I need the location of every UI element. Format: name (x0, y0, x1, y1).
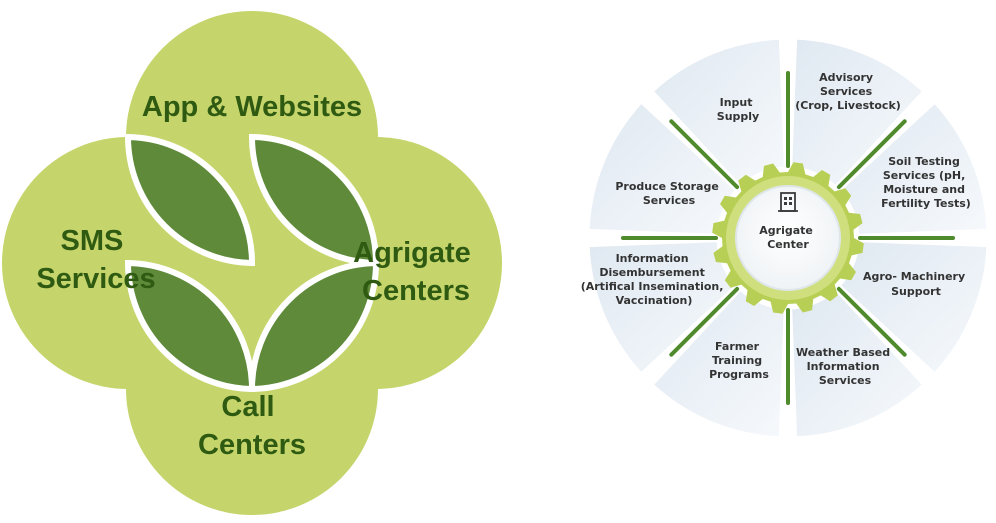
venn-label-call-centers: Call Centers (198, 391, 306, 461)
wheel-segment-weather (789, 287, 927, 440)
wheel-segment-agro-machinery (837, 239, 990, 377)
wheel-spokes (621, 71, 955, 405)
wheel-labels: Input Supply Advisory Services (Crop, Li… (581, 71, 971, 387)
segment-label-farmer-training: Farmer Training Programs (709, 340, 769, 381)
venn-label-agrigate-centers: Agrigate Centers (353, 237, 479, 307)
wheel-spoke (836, 286, 907, 357)
channels-venn-diagram: App & Websites SMS Services Agrigate Cen… (2, 11, 502, 515)
hub-label: Agrigate Center (759, 224, 816, 251)
segment-label-weather-based: Weather Based Information Services (796, 346, 894, 387)
segment-label-agro-machinery: Agro- Machinery Support (863, 270, 969, 298)
services-wheel-diagram: Agrigate Center Input Supply Advisory Se… (581, 36, 990, 440)
wheel-spoke (669, 286, 740, 357)
segment-label-information-disembursement: Information Disembursement (Artifical In… (581, 252, 728, 307)
petal-top-left (124, 133, 256, 267)
segment-label-advisory-services: Advisory Services (Crop, Livestock) (795, 71, 901, 112)
wheel-segment-information (586, 239, 739, 377)
wheel-segment-advisory (789, 36, 927, 189)
hub-circle (735, 185, 841, 291)
wheel-segments (586, 36, 990, 440)
petal-bottom-left (124, 259, 256, 393)
wheel-segment-input-supply (649, 36, 787, 189)
venn-overlap-petals (124, 133, 380, 393)
building-icon (778, 192, 798, 212)
venn-label-app-websites: App & Websites (142, 91, 362, 123)
wheel-segment-produce-storage (586, 99, 739, 237)
wheel-segment-soil-testing (837, 99, 990, 237)
wheel-spoke (669, 119, 740, 190)
wheel-segment-farmer-training (649, 287, 787, 440)
segment-label-produce-storage: Produce Storage Services (615, 180, 722, 207)
venn-label-sms-services: SMS Services (36, 225, 155, 295)
segment-label-input-supply: Input Supply (717, 96, 759, 123)
wheel-spoke (836, 119, 907, 190)
segment-label-soil-testing: Soil Testing Services (pH, Moisture and … (881, 155, 971, 210)
